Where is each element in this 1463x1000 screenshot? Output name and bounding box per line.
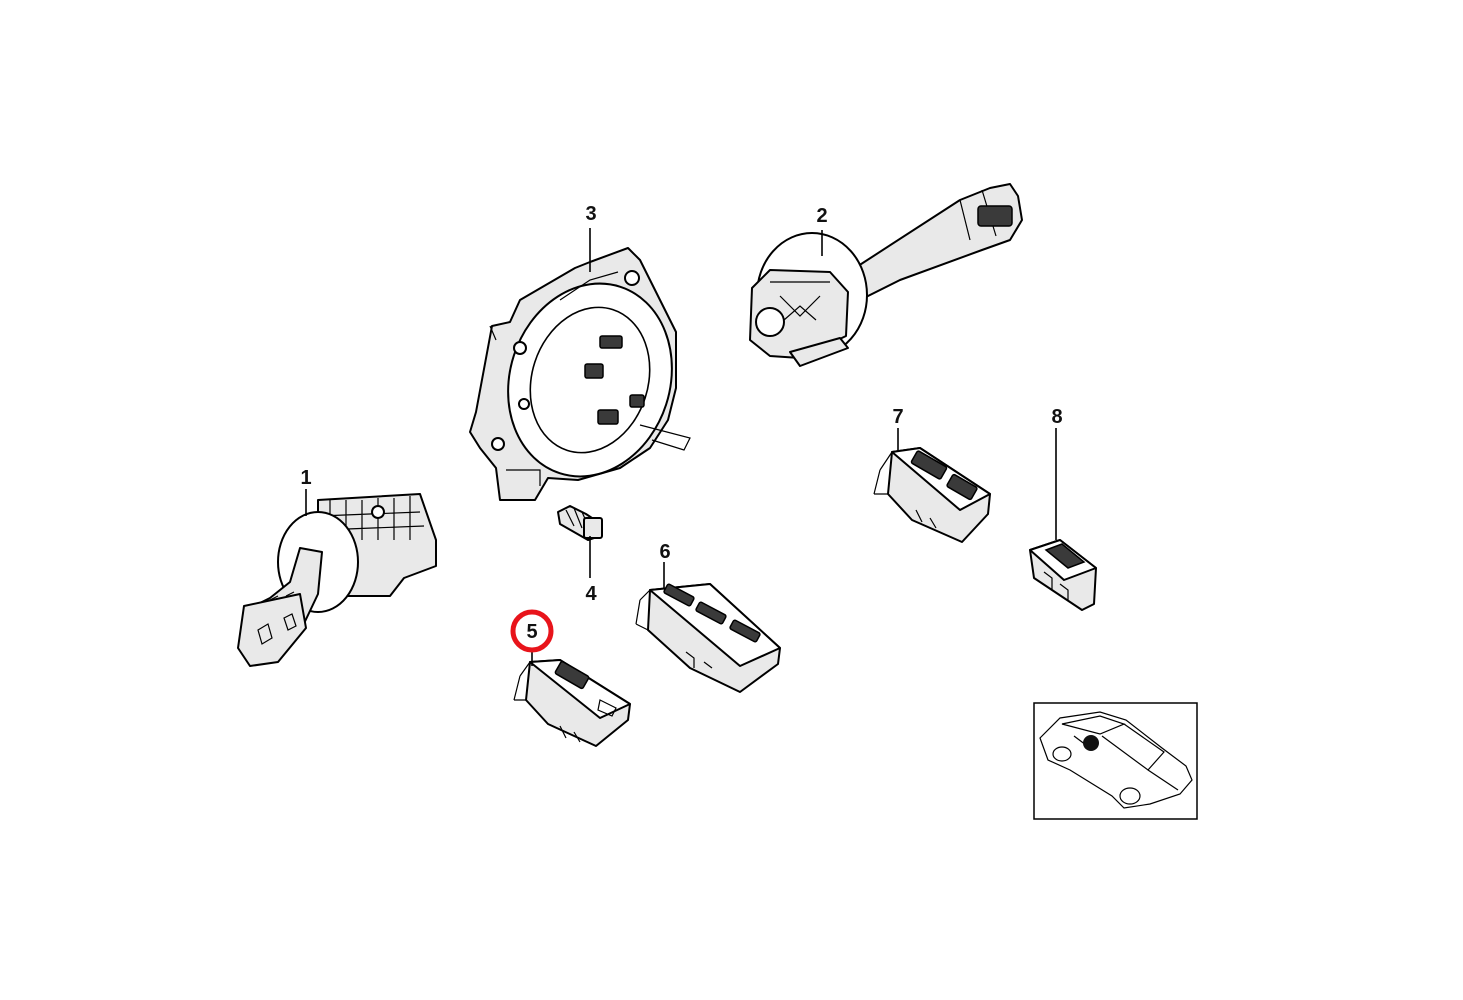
double-switch-module-icon — [873, 447, 991, 543]
callout-3: 3 — [585, 203, 596, 225]
callout-5: 5 — [526, 621, 537, 643]
callout-8: 8 — [1051, 406, 1062, 428]
callout-4: 4 — [585, 583, 597, 605]
single-switch-module-icon — [513, 659, 631, 747]
screw-icon — [557, 505, 603, 541]
car-location-inset-icon — [1033, 702, 1198, 820]
turn-signal-stalk-switch-icon — [749, 183, 1023, 367]
window-switch-icon — [1029, 539, 1097, 611]
callout-7: 7 — [892, 406, 903, 428]
wiper-stalk-switch-icon — [237, 493, 437, 667]
callout-6: 6 — [659, 541, 670, 563]
steering-column-switch-housing-icon — [469, 247, 691, 501]
leader-lines — [305, 228, 1057, 666]
callout-2: 2 — [816, 205, 827, 227]
callout-5-highlight-ring — [510, 609, 554, 653]
callout-1: 1 — [300, 467, 311, 489]
triple-switch-module-icon — [635, 583, 781, 693]
